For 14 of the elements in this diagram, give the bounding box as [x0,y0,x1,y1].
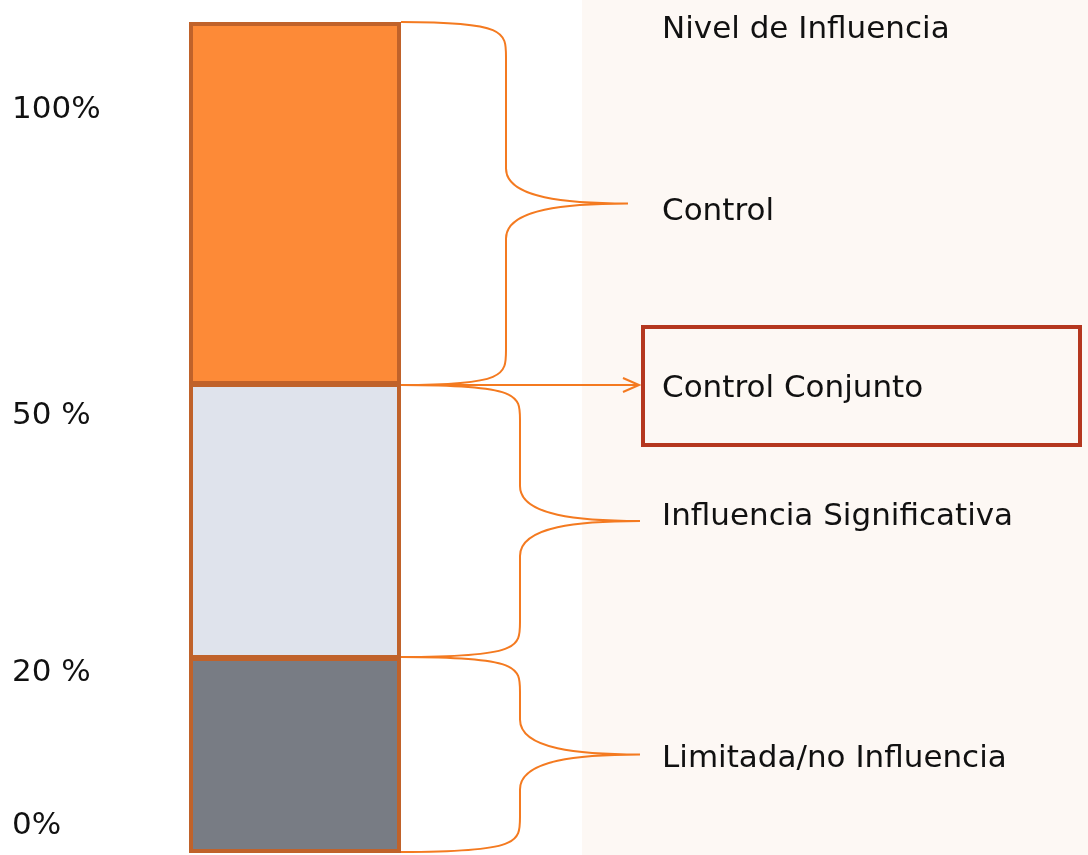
percent-label: 50 % [12,397,91,429]
percent-label: 100% [12,91,101,123]
heading: Nivel de Influencia [662,11,950,43]
category-label: Limitada/no Influencia [662,740,1007,772]
limited-influence-segment [189,657,401,853]
highlight-box [641,325,1082,447]
category-label: Control Conjunto [662,368,925,404]
category-label: Control [662,193,775,225]
significant-influence-segment [189,383,401,659]
percent-label: 20 % [12,654,91,686]
control-segment [189,22,401,385]
category-label: Influencia Significativa [662,498,1014,530]
arrow [400,377,640,393]
percent-label: 0% [12,807,62,839]
